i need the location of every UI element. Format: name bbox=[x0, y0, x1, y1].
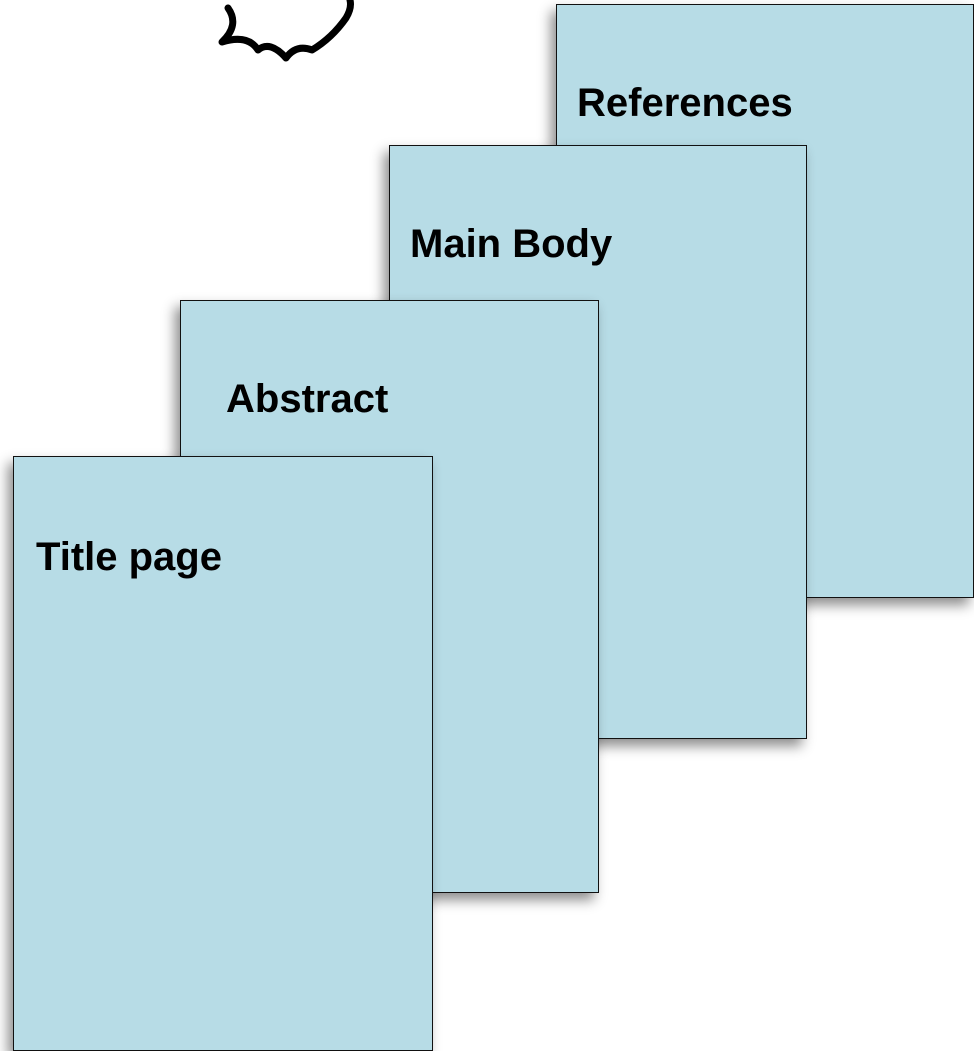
sheet-label-abstract: Abstract bbox=[226, 377, 389, 421]
sheet-label-main-body: Main Body bbox=[410, 222, 613, 266]
sheet-label-references: References bbox=[577, 81, 793, 125]
sheet-label-title-page: Title page bbox=[36, 535, 222, 579]
squiggle-decoration bbox=[218, 0, 354, 62]
sheet-title-page: Title page bbox=[13, 456, 433, 1051]
